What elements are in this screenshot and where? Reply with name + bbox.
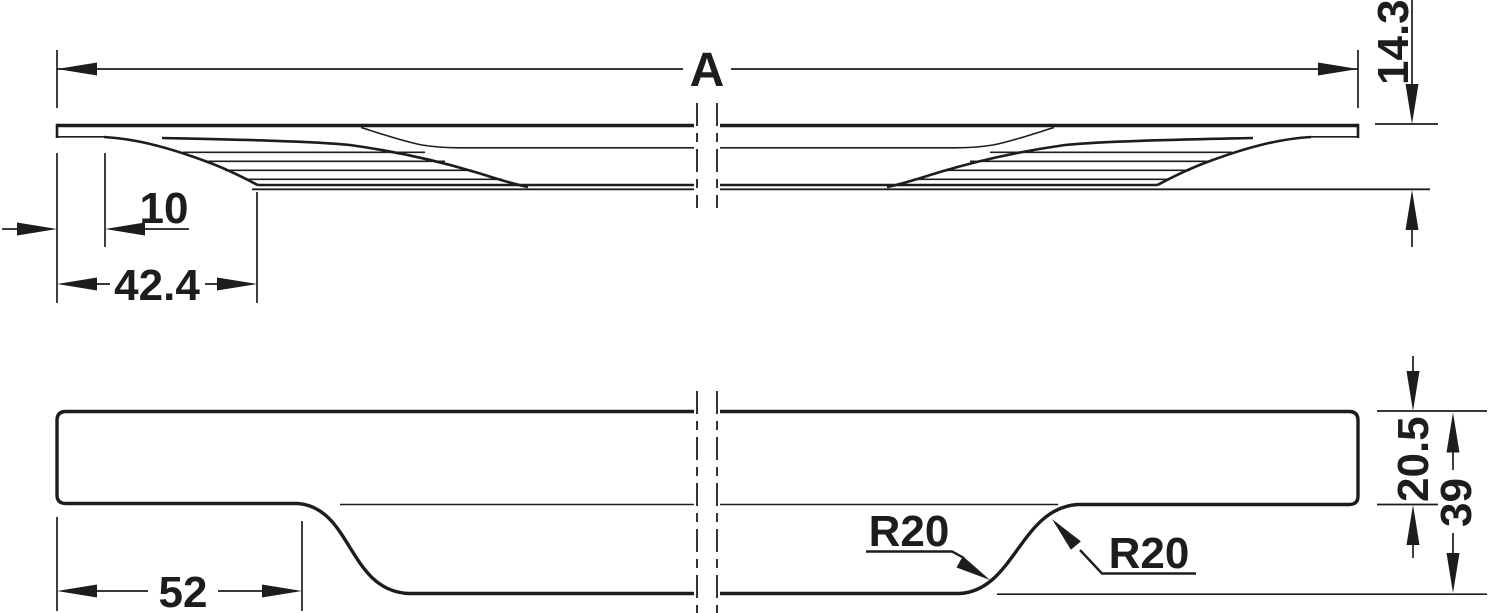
- dim-a-arrow-left: [57, 62, 97, 76]
- dim-39-arrow-down: [1446, 553, 1460, 593]
- dimension-overall-length: A: [56, 44, 1359, 108]
- dimension-edge-offsets: 10 42.4: [2, 153, 258, 310]
- dim-10-arrow-right: [17, 222, 57, 236]
- radius-leader-right: [1079, 549, 1196, 575]
- dim-143-arrow-up: [1405, 190, 1419, 230]
- dim-205-arrow-down: [1406, 371, 1420, 411]
- dimension-upper-height: 20.5: [1377, 356, 1487, 558]
- dim-143-label: 14.3: [1369, 0, 1418, 85]
- radius-arrow-right: [1052, 519, 1081, 550]
- left-terrace-contour: [161, 136, 529, 189]
- dimension-grip-offset: 52: [56, 517, 303, 613]
- dim-10-arrow-left: [105, 222, 145, 236]
- dim-a-arrow-right: [1318, 62, 1358, 76]
- radius-leader-left: [866, 550, 965, 560]
- dim-424-arrow-left: [57, 277, 97, 291]
- radius-callout-right: R20: [1052, 519, 1196, 578]
- dim-424-arrow-right: [217, 277, 257, 291]
- dim-205-arrow-up: [1406, 505, 1420, 545]
- right-recess-step-lines: [913, 151, 1232, 181]
- radius-arrow-left: [956, 556, 990, 580]
- dim-52-label: 52: [159, 568, 208, 613]
- dimension-total-height: 39: [997, 412, 1487, 596]
- dim-205-label: 20.5: [1389, 416, 1438, 502]
- dim-39-label: 39: [1432, 478, 1481, 527]
- left-recess-step-lines: [183, 151, 502, 181]
- right-recess-slant: [1156, 135, 1312, 187]
- top-view-profile: [55, 123, 1430, 191]
- right-branch-curve: [954, 126, 1055, 149]
- break-lines: [696, 103, 718, 613]
- dim-52-arrow-right: [262, 584, 302, 598]
- dim-52-arrow-left: [57, 584, 97, 598]
- dimension-profile-depth: 14.3: [1369, 0, 1438, 247]
- dim-143-arrow-down: [1405, 84, 1419, 124]
- dim-39-arrow-up: [1446, 412, 1460, 453]
- left-recess-slant: [103, 135, 259, 187]
- front-view-profile: [55, 409, 1360, 596]
- radius-callout-left: R20: [866, 507, 990, 580]
- radius-label-left: R20: [869, 507, 950, 556]
- front-outline-right: [720, 409, 1360, 596]
- right-terrace-contour: [886, 136, 1254, 189]
- radius-label-right: R20: [1109, 529, 1190, 578]
- dim-10-label: 10: [140, 184, 189, 233]
- front-outline-left: [55, 409, 694, 596]
- left-branch-curve: [360, 126, 461, 149]
- dim-a-label: A: [690, 44, 725, 97]
- dim-424-label: 42.4: [114, 261, 200, 310]
